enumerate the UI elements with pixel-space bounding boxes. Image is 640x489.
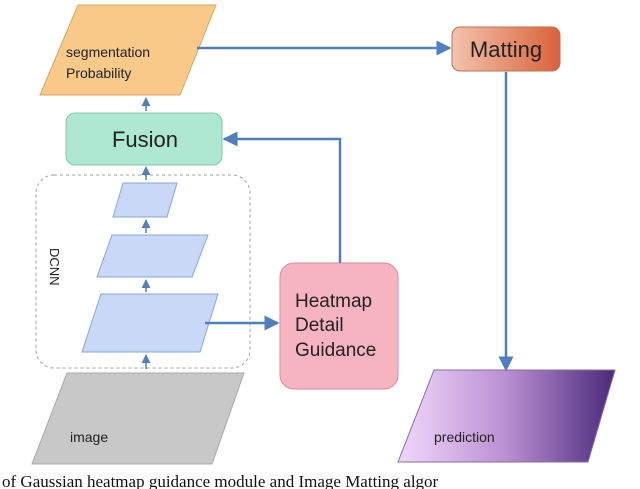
segmentation-probability-node: segmentation Probability — [39, 4, 217, 96]
dcnn-layer-bottom — [81, 293, 219, 353]
segmentation-label-line2: Probability — [66, 65, 131, 81]
heatmap-label-line3: Guidance — [295, 340, 376, 361]
dcnn-layer-top — [112, 182, 178, 218]
image-node: image — [31, 372, 245, 465]
matting-label: Matting — [470, 37, 542, 62]
dcnn-group: DCNN — [35, 174, 251, 369]
segmentation-label-line1: segmentation — [66, 44, 150, 60]
dcnn-layer-middle — [96, 234, 209, 278]
matting-node: Matting — [451, 26, 561, 72]
dcnn-label: DCNN — [47, 248, 62, 286]
heatmap-label-line2: Detail — [295, 315, 344, 336]
heatmap-guidance-node: Heatmap Detail Guidance — [279, 262, 399, 390]
heatmap-label-line1: Heatmap — [295, 291, 372, 312]
prediction-node: prediction — [397, 369, 616, 463]
fusion-node: Fusion — [65, 112, 223, 166]
arrow-heatmap-to-fusion — [222, 131, 342, 263]
image-label: image — [70, 429, 108, 445]
figure-caption: of Gaussian heatmap guidance module and … — [2, 472, 439, 489]
arrows — [197, 40, 514, 372]
prediction-label: prediction — [434, 429, 495, 445]
fusion-label: Fusion — [112, 127, 178, 152]
